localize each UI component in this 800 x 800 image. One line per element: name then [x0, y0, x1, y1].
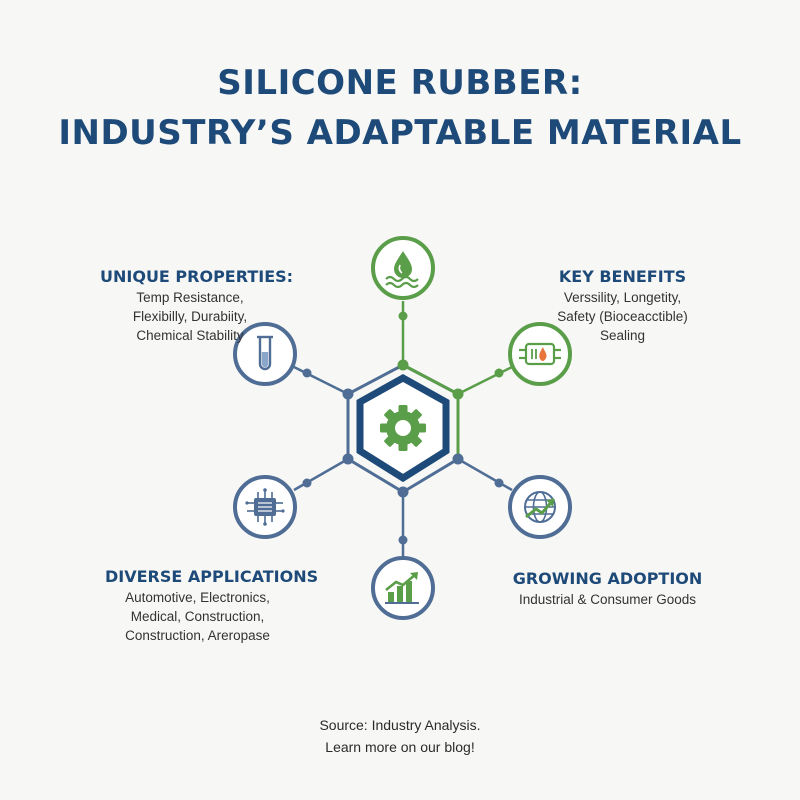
blog-link-text: Learn more on our blog! [325, 739, 475, 755]
page-title: SILICONE RUBBER: INDUSTRY’S ADAPTABLE MA… [0, 58, 800, 158]
node-upper-left [233, 322, 297, 386]
unique-properties-heading: UNIQUE PROPERTIES: [100, 267, 294, 286]
dot-upper-right [452, 388, 464, 400]
vertex-dots [302, 311, 504, 545]
dot-lower-left [342, 453, 354, 465]
node-lower-left [233, 475, 297, 539]
growing-adoption-block: GROWING ADOPTION Industrial & Consumer G… [505, 568, 710, 609]
unique-properties-line: Temp Resistance, [136, 290, 244, 305]
title-line-2: INDUSTRY’S ADAPTABLE MATERIAL [58, 113, 742, 153]
water-drop-icon [385, 251, 419, 289]
title-line-1: SILICONE RUBBER: [217, 63, 583, 103]
diverse-applications-block: DIVERSE APPLICATIONS Automotive, Electro… [105, 566, 319, 645]
unique-properties-block: UNIQUE PROPERTIES: Temp Resistance, Flex… [100, 266, 294, 345]
growth-chart-icon [385, 572, 419, 604]
dot-end-top [398, 311, 408, 321]
key-benefits-line: Sealing [599, 328, 646, 343]
diverse-applications-line: Automotive, Electronics, [125, 590, 270, 605]
node-bottom [371, 556, 435, 620]
node-upper-right [508, 322, 572, 386]
diverse-applications-heading: DIVERSE APPLICATIONS [105, 567, 319, 586]
heating-element-icon [519, 342, 561, 366]
diverse-applications-line: Construction, Areropase [125, 628, 270, 643]
globe-arrow-icon [524, 491, 556, 523]
node-lower-right [508, 475, 572, 539]
dot-upper-left [342, 388, 354, 400]
key-benefits-line: Safety (Bioceacctible) [557, 309, 688, 324]
dot-end-lower-right [494, 478, 504, 488]
gear-icon [380, 405, 426, 451]
growing-adoption-line: Industrial & Consumer Goods [518, 592, 697, 607]
key-benefits-heading: KEY BENEFITS [558, 267, 687, 286]
growing-adoption-heading: GROWING ADOPTION [512, 569, 703, 588]
dot-end-upper-right [494, 368, 504, 378]
diverse-applications-line: Medical, Construction, [130, 609, 265, 624]
unique-properties-line: Flexibilly, Durabiity, [132, 309, 248, 324]
connector-lower-right [457, 457, 513, 492]
unique-properties-line: Chemical Stability [136, 328, 244, 343]
key-benefits-block: KEY BENEFITS Verssility, Longetity, Safe… [530, 266, 715, 345]
source-note: Source: Industry Analysis. Learn more on… [0, 714, 800, 758]
connector-lower-left [293, 457, 349, 492]
dot-end-upper-left [302, 368, 312, 378]
dot-top [397, 359, 409, 371]
microchip-icon [245, 488, 285, 526]
dot-end-bottom [398, 535, 408, 545]
node-top [371, 236, 435, 300]
key-benefits-line: Verssility, Longetity, [563, 290, 682, 305]
dot-lower-right [452, 453, 464, 465]
source-line: Source: Industry Analysis. [319, 717, 481, 733]
dot-bottom [397, 486, 409, 498]
test-tube-icon [257, 335, 273, 371]
dot-end-lower-left [302, 478, 312, 488]
connector-upper-left [293, 365, 349, 396]
connector-upper-right [457, 365, 513, 396]
